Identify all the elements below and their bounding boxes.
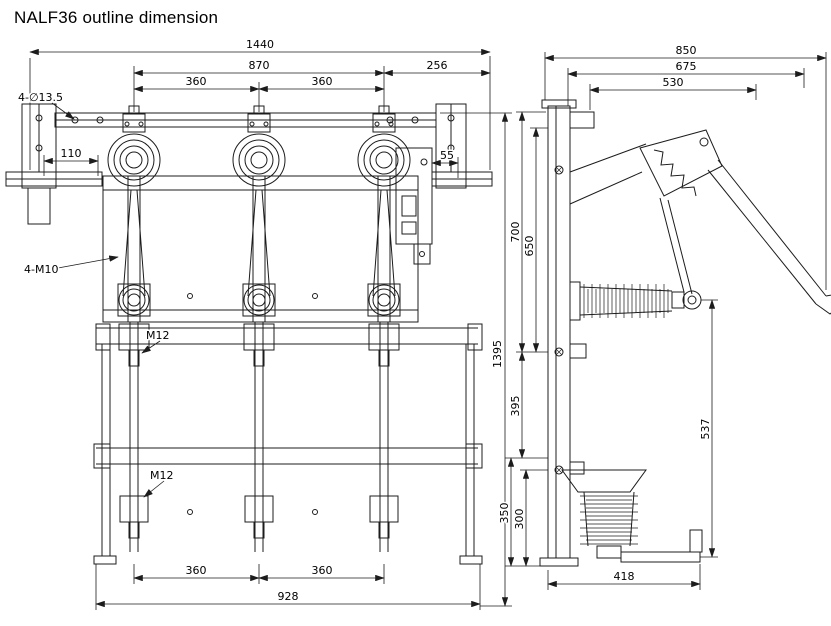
lower-insulator [561,469,647,559]
dim-1395-label: 1395 [491,340,504,368]
dim-360-bottom-right-label: 360 [312,564,333,577]
bottom-bracket [620,529,703,563]
dim-850-label: 850 [676,44,697,57]
horizontal-insulator [569,281,702,321]
mounting-rails [93,322,483,565]
mechanism-box [395,147,433,265]
spring [653,149,697,197]
upper-linkage [569,129,831,315]
dim-530-label: 530 [663,76,684,89]
side-dimensions [505,52,827,590]
dim-395-label: 395 [509,396,522,417]
side-frame-channel [539,99,595,567]
m12-upper-label: M12 [146,329,170,342]
dim-360-top-right-label: 360 [312,75,333,88]
right-terminal-pad [431,103,493,189]
dim-418-label: 418 [614,570,635,583]
bolt-callout-label: 4-M10 [24,263,58,276]
hole-callout-label: 4-∅13.5 [18,91,63,104]
pole-bushings [107,105,411,187]
front-dimensions [29,48,512,610]
left-terminal-pad [5,103,103,225]
dim-700-label: 700 [509,222,522,243]
dim-870-label: 870 [249,59,270,72]
dim-1440-label: 1440 [246,38,274,51]
dim-650-label: 650 [523,236,536,257]
blade-hook [815,294,831,315]
dim-928-label: 928 [278,590,299,603]
dimension-labels: 1440 870 360 360 256 4-∅13.5 110 55 4-M1… [17,37,714,605]
dim-350-label: 350 [498,503,511,524]
dim-256-label: 256 [427,59,448,72]
dim-55-label: 55 [440,149,454,162]
dim-675-label: 675 [676,60,697,73]
dim-360-top-left-label: 360 [186,75,207,88]
dim-300-label: 300 [513,509,526,530]
dim-360-bottom-left-label: 360 [186,564,207,577]
main-body [102,175,419,323]
dim-110-label: 110 [61,147,82,160]
page-title: NALF36 outline dimension [14,8,219,27]
front-view [5,103,493,565]
dim-537-label: 537 [699,419,712,440]
side-view [539,99,831,567]
m12-lower-label: M12 [150,469,174,482]
